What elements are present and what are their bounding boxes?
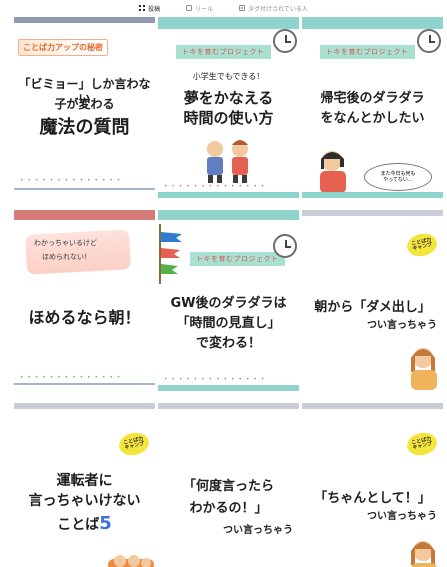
top-stripe [158, 17, 299, 29]
top-stripe [158, 403, 299, 409]
post-line-1: 朝から「ダメ出し」 [314, 300, 431, 315]
post-tile-2[interactable]: トキを育むプロジェクト 小学生でもできる！ 夢をかなえる 時間の使い方 • • … [158, 17, 299, 198]
tab-posts-label: 投稿 [148, 5, 161, 13]
post-small-text: 小学生でもできる！ [192, 72, 265, 81]
clock-icon [417, 29, 441, 53]
post-line-2: 「時間の見直し」 [176, 316, 281, 331]
post-line-1: 「何度言ったら [182, 479, 274, 494]
post-tile-6[interactable]: ことば力 キャンプ 朝から「ダメ出し」 つい言っちゃう [302, 210, 443, 391]
post-line-1: 「ビミョー」しか言わない [18, 77, 151, 106]
post-line-1: 帰宅後のダラダラ [320, 91, 425, 106]
car-family-illustration-icon [108, 555, 154, 567]
decor-dots: • • • • • • • • • • • • • • [164, 183, 266, 190]
tab-tagged-label: タグ付けされている人 [248, 5, 308, 13]
clock-icon [273, 234, 297, 258]
post-line-3: で変わる！ [195, 336, 261, 351]
post-line-2: をなんとかしたい [320, 111, 425, 126]
decor-dots: • • • • • • • • • • • • • • [20, 374, 122, 381]
post-label: トキを育むプロジェクト [176, 45, 271, 59]
post-line-2: つい言っちゃう [367, 511, 437, 522]
post-line-1: 「ちゃんとして！」 [314, 491, 431, 506]
worried-girl-illustration-icon [320, 151, 346, 193]
post-line-1: GW後のダラダラは [170, 296, 287, 311]
bottom-stripe [158, 385, 299, 391]
top-stripe [302, 403, 443, 409]
top-stripe [158, 210, 299, 220]
post-line-1: 夢をかなえる [183, 89, 274, 107]
clock-icon [273, 29, 297, 53]
reel-icon [186, 5, 193, 11]
post-label: トキを育むプロジェクト [190, 252, 285, 266]
posts-grid: ことば力アップの秘密 「ビミョー」しか言わない 子が変わる 魔法の質問 • • … [14, 17, 444, 567]
post-tile-7[interactable]: ことば力 キャンプ 運転者に 言っちゃいけない ことば5 [14, 403, 155, 567]
camp-badge: ことば力 キャンプ [405, 430, 439, 458]
post-tile-8[interactable]: 「何度言ったら わかるの！」 つい言っちゃう [158, 403, 299, 567]
children-illustration-icon [207, 140, 248, 183]
top-stripe [14, 403, 155, 409]
post-line-3: 魔法の質問 [39, 117, 130, 138]
post-label: ことば力アップの秘密 [18, 39, 108, 56]
camp-badge: ことば力 キャンプ [405, 231, 439, 259]
post-line-2: つい言っちゃう [367, 320, 437, 331]
carp-streamer-icon [159, 224, 182, 284]
post-tile-3[interactable]: トキを育むプロジェクト 帰宅後のダラダラ をなんとかしたい また今日も何も やっ… [302, 17, 443, 198]
label-line-1: わかっちゃいるけど [34, 239, 97, 247]
bottom-stripe [158, 192, 299, 198]
tab-tagged[interactable]: タグ付けされている人 [239, 4, 308, 13]
profile-tab-bar: 投稿 リール タグ付けされている人 [0, 0, 447, 16]
bottom-stripe [302, 192, 443, 198]
post-line-3-number: 5 [99, 513, 112, 534]
mother-illustration-icon [411, 348, 437, 390]
bottom-line [14, 188, 155, 190]
post-tile-5[interactable]: トキを育むプロジェクト GW後のダラダラは 「時間の見直し」 で変わる！ • •… [158, 210, 299, 391]
top-stripe [14, 210, 155, 220]
post-tile-9[interactable]: ことば力 キャンプ 「ちゃんとして！」 つい言っちゃう [302, 403, 443, 567]
label-line-2: ほめられない！ [42, 253, 91, 261]
grid-icon [139, 5, 146, 11]
top-stripe [302, 210, 443, 216]
post-tile-4[interactable]: わかっちゃいるけど ほめられない！ ほめるなら朝！ • • • • • • • … [14, 210, 155, 391]
thought-bubble: また今日も何も やってない… [364, 163, 432, 191]
top-stripe [302, 17, 443, 29]
tab-reels-label: リール [195, 5, 214, 13]
tag-icon [239, 5, 246, 11]
post-line-2: 子が変わる [54, 97, 115, 111]
decor-dots: • • • • • • • • • • • • • • [164, 376, 266, 383]
post-line-3: ことば5 [14, 513, 155, 536]
post-headline: ほめるなら朝！ [28, 308, 141, 327]
post-line-1: 運転者に [56, 473, 113, 489]
post-line-3: つい言っちゃう [223, 525, 293, 536]
tab-reels[interactable]: リール [186, 4, 213, 13]
post-label: トキを育むプロジェクト [320, 45, 415, 59]
post-tile-1[interactable]: ことば力アップの秘密 「ビミョー」しか言わない 子が変わる 魔法の質問 • • … [14, 17, 155, 198]
post-line-3-text: ことば [57, 517, 100, 533]
camp-badge: ことば力 キャンプ [117, 430, 151, 458]
top-stripe [14, 17, 155, 23]
post-line-2: わかるの！」 [189, 501, 268, 516]
bottom-line [14, 383, 155, 385]
mother-illustration-icon [411, 541, 437, 567]
tab-posts[interactable]: 投稿 [139, 4, 160, 13]
post-line-2: 時間の使い方 [183, 109, 274, 127]
decor-dots: • • • • • • • • • • • • • • [20, 177, 122, 184]
post-line-2: 言っちゃいけない [28, 493, 141, 509]
